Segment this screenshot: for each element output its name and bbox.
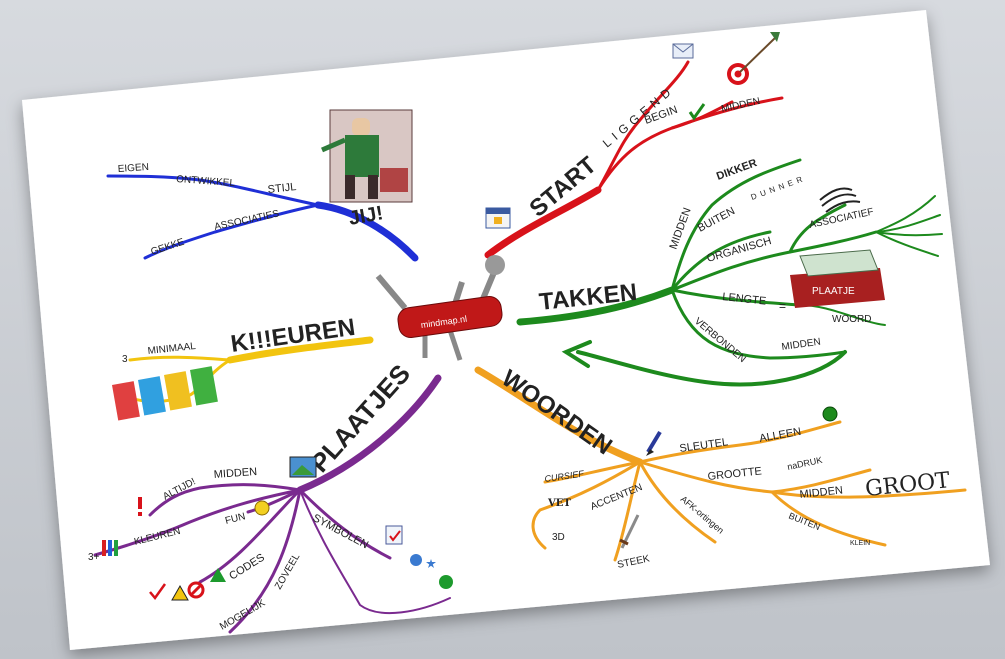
rainbow-letters-icon: [112, 366, 218, 421]
businessman-icon: [321, 109, 413, 203]
woorden-item-vet: VET: [547, 498, 571, 509]
takken-item-woord: WOORD: [832, 314, 871, 325]
branch-plaatjes: [93, 374, 451, 634]
crayons-icon: [102, 540, 118, 556]
envelope-icon: [672, 43, 694, 59]
branch-jij: [106, 174, 419, 262]
book-icon: PLAATJE: [790, 249, 885, 308]
paper-sheet: [22, 10, 990, 650]
woorden-item-grootte: GROOTTE: [707, 465, 762, 483]
jij-item-eigen: EIGEN: [117, 162, 149, 175]
jij-item-stijl: STIJL: [267, 181, 297, 196]
takken-item-lengte: LENGTE: [722, 291, 767, 308]
dagger-icon: [619, 514, 640, 549]
branch-start: [484, 60, 784, 259]
target-icon: [727, 32, 780, 85]
smiley-icon: [254, 500, 270, 516]
plaatjes-item-midden: MIDDEN: [213, 466, 257, 481]
branch-takken: [516, 158, 943, 387]
pencil-icon: [646, 430, 662, 456]
branch-woorden: [474, 366, 967, 562]
stop-icon: [187, 581, 205, 599]
warning-icon: [149, 583, 189, 601]
feathers-icon: [819, 187, 861, 213]
globe-icon: [822, 406, 838, 422]
checkmark-icon: [688, 103, 706, 121]
exclamation-icon: [138, 497, 142, 516]
notepad-icon: [385, 525, 403, 545]
jij-item-ontwikkel: ONTWIKKEL: [176, 174, 236, 189]
takken-item-equals: =: [779, 299, 786, 313]
kleuren-item-3: 3: [122, 354, 128, 365]
calendar-icon: [485, 207, 511, 229]
plaatjes-item-fun: FUN: [224, 511, 247, 527]
plaatjes-item-3plus: 3+: [88, 552, 100, 563]
woorden-item-midden: MIDDEN: [799, 485, 843, 501]
swiss-knife-icon: mindmap.nl: [375, 255, 505, 361]
woorden-item-klein: KLEIN: [850, 540, 870, 547]
triangle-icon: [210, 568, 226, 582]
symbols-icon: [410, 554, 453, 589]
kleuren-item-minimaal: MINIMAAL: [147, 341, 197, 357]
picture-icon: [289, 456, 317, 478]
takken-item-plaatje: PLAATJE: [812, 286, 855, 297]
takken-item-midden-2: MIDDEN: [781, 337, 822, 353]
woorden-item-3d: 3D: [552, 532, 565, 543]
